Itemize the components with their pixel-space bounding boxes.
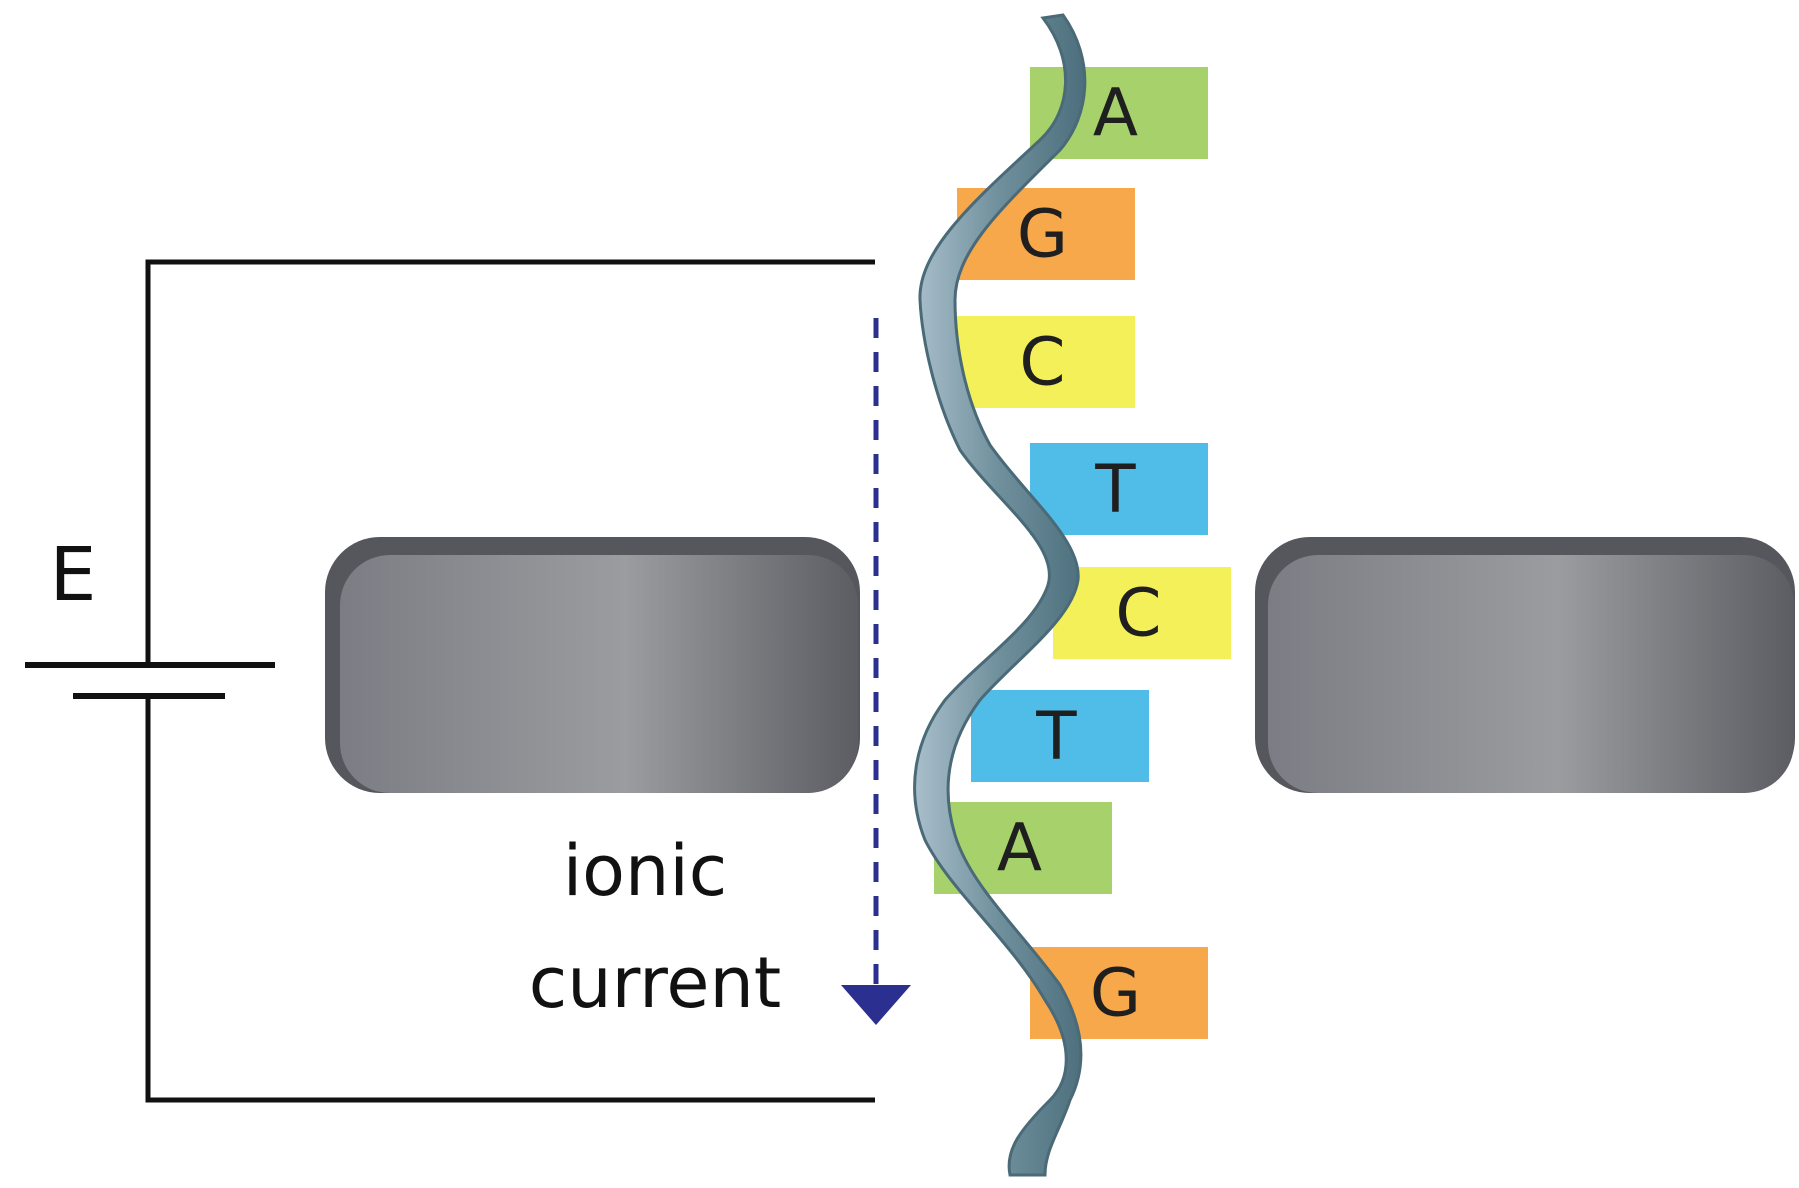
base-block-c: C: [1053, 567, 1231, 659]
base-block-c: C: [957, 316, 1135, 408]
membrane-right: [1255, 537, 1795, 793]
circuit-wire-bottom: [145, 693, 875, 1103]
membrane-left: [325, 537, 860, 793]
base-block-rect: [957, 316, 1135, 408]
base-block-rect: [1053, 567, 1231, 659]
base-block-rect: [971, 690, 1149, 782]
base-letter: C: [1019, 324, 1065, 401]
circuit-wire-top: [145, 259, 875, 665]
battery-label: E: [50, 532, 97, 618]
base-block-a: A: [934, 802, 1112, 894]
circuit: E: [25, 259, 875, 1103]
current-label-line2: current: [529, 942, 782, 1024]
base-block-t: T: [971, 690, 1149, 782]
current-label-line1: ionic: [563, 830, 728, 912]
base-letter: T: [1094, 451, 1136, 528]
ionic-current-label: ionic current: [529, 830, 782, 1024]
base-letter: G: [1017, 196, 1068, 273]
dna-backbone-strand: [913, 13, 1087, 1177]
base-letter: T: [1035, 698, 1077, 775]
base-letter: A: [997, 810, 1042, 887]
ionic-current-arrow: [841, 318, 911, 1025]
base-letter: A: [1093, 75, 1138, 152]
base-block-t: T: [1030, 443, 1208, 535]
base-block-rect: [1030, 443, 1208, 535]
base-letter: G: [1090, 955, 1141, 1032]
base-letter: C: [1115, 575, 1161, 652]
